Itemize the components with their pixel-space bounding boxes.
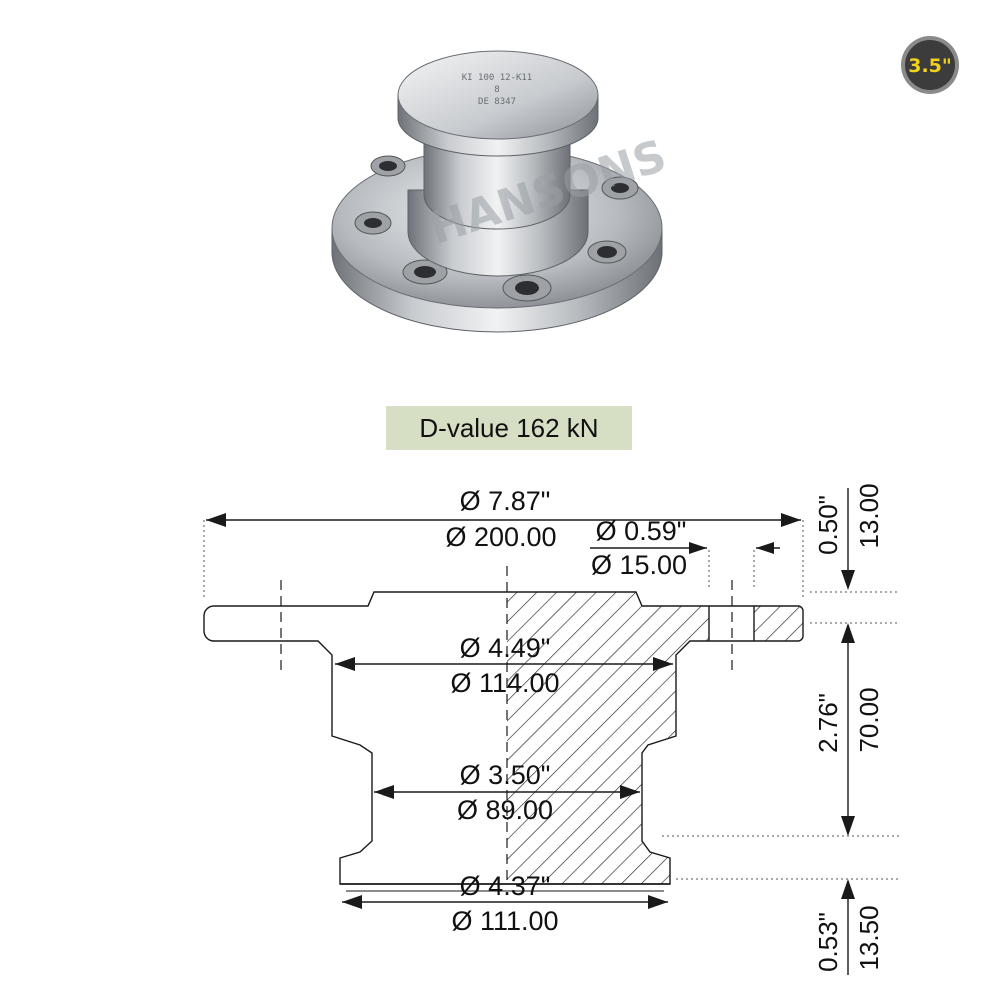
engraving-line-1: KI 100 12-K11: [462, 73, 532, 83]
base-height-inch: 0.53": [813, 912, 843, 972]
dimension-labels: Ø 7.87" Ø 200.00 Ø 0.59" Ø 15.00 Ø 4.49"…: [445, 483, 884, 971]
engraving-line-2: 8: [494, 85, 499, 95]
bolt-hole-diameter-inch: Ø 0.59": [596, 516, 687, 546]
bolt-holes-photo: [354, 155, 639, 302]
d-value-label: D-value 162 kN: [386, 406, 632, 450]
dimension-lines: [206, 488, 855, 975]
cross-section-drawing: [203, 520, 900, 892]
neck-diameter-inch: Ø 3.50": [460, 760, 551, 790]
d-value-text: D-value 162 kN: [419, 413, 598, 443]
flange-thickness-mm: 13.00: [854, 483, 884, 548]
hatched-section: [507, 592, 803, 884]
base-diameter-mm: Ø 111.00: [451, 906, 558, 936]
body-height-mm: 70.00: [854, 687, 884, 752]
engraving-line-3: DE 8347: [478, 97, 516, 107]
base-height-mm: 13.50: [854, 905, 884, 970]
section-outline: [203, 591, 804, 885]
bolt-hole-diameter-mm: Ø 15.00: [591, 550, 687, 580]
neck-diameter-mm: Ø 89.00: [457, 795, 553, 825]
flange-diameter-inch: Ø 7.87": [460, 486, 551, 516]
body-height-inch: 2.76": [813, 693, 843, 753]
collar-diameter-mm: Ø 114.00: [450, 668, 559, 698]
flange-diameter-mm: Ø 200.00: [445, 522, 556, 552]
base-diameter-inch: Ø 4.37": [460, 871, 551, 901]
size-badge-text: 3.5": [908, 55, 952, 77]
product-photo: KI 100 12-K11 8 DE 8347 HANSONS: [331, 50, 672, 333]
flange-thickness-inch: 0.50": [813, 495, 843, 555]
size-badge: 3.5": [901, 36, 959, 94]
collar-diameter-inch: Ø 4.49": [460, 633, 551, 663]
